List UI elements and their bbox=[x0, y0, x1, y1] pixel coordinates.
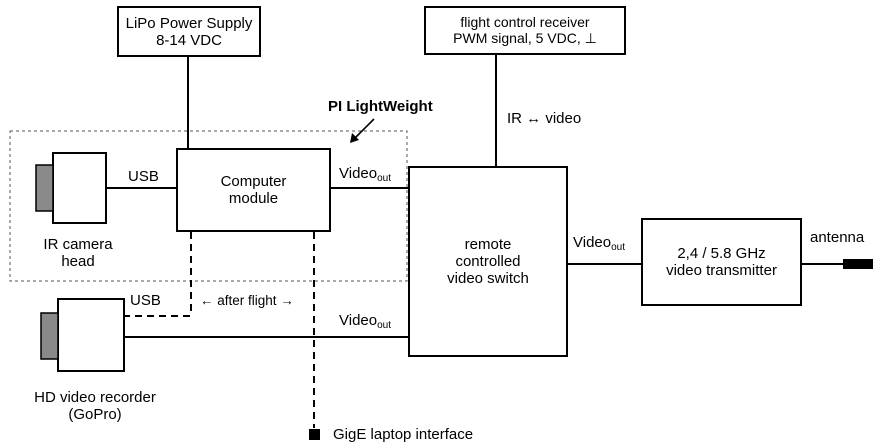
transmitter-title: video transmitter bbox=[666, 262, 777, 279]
after-flight-label: ← after flight → bbox=[200, 293, 294, 308]
transmitter-box: 2,4 / 5.8 GHz video transmitter bbox=[641, 218, 802, 306]
usb-label-bottom: USB bbox=[130, 292, 161, 309]
video-out-main: Video bbox=[339, 165, 378, 182]
ir-camera-icon bbox=[52, 152, 107, 224]
pi-lightweight-enclosure bbox=[9, 130, 408, 282]
hd-recorder-label: HD video recorder (GoPro) bbox=[20, 389, 170, 424]
video-out-sub: out bbox=[377, 173, 391, 184]
gige-connector-icon bbox=[309, 429, 320, 440]
video-out-main: Video bbox=[339, 312, 378, 329]
power-supply-voltage: 8-14 VDC bbox=[156, 31, 222, 49]
antenna-label: antenna bbox=[810, 229, 865, 246]
video-switch-box: remote controlled video switch bbox=[408, 166, 568, 357]
antenna-icon bbox=[843, 259, 873, 269]
video-switch-line1: remote bbox=[464, 236, 512, 253]
ir-camera-line2: head bbox=[61, 253, 95, 271]
transmitter-frequency: 2,4 / 5.8 GHz bbox=[677, 245, 766, 262]
ir-camera-lens bbox=[35, 164, 54, 212]
power-supply-box: LiPo Power Supply 8-14 VDC bbox=[117, 6, 261, 57]
gopro-icon bbox=[57, 298, 125, 372]
pi-pointer-arrowhead bbox=[350, 133, 359, 143]
pi-lightweight-label: PI LightWeight bbox=[328, 98, 433, 115]
video-out-label-2: Videoout bbox=[573, 234, 625, 254]
video-out-label-1: Videoout bbox=[339, 165, 391, 185]
pi-pointer-arrow bbox=[353, 118, 375, 140]
power-supply-title: LiPo Power Supply bbox=[125, 14, 253, 32]
hd-recorder-line2: (GoPro) bbox=[68, 406, 122, 424]
video-out-label-3: Videoout bbox=[339, 312, 391, 332]
gopro-lens bbox=[40, 312, 59, 360]
gige-label: GigE laptop interface bbox=[333, 426, 474, 443]
receiver-box: flight control receiver PWM signal, 5 VD… bbox=[424, 6, 626, 55]
computer-module-line1: Computer bbox=[220, 173, 287, 190]
hd-recorder-line1: HD video recorder bbox=[34, 389, 156, 406]
ir-video-label: IR ↔ video bbox=[507, 110, 582, 127]
receiver-title: flight control receiver bbox=[460, 14, 590, 30]
video-out-sub: out bbox=[611, 242, 625, 253]
receiver-signal: PWM signal, 5 VDC, ⊥ bbox=[453, 30, 597, 46]
computer-module-box: Computer module bbox=[176, 148, 331, 232]
computer-module-line2: module bbox=[228, 190, 279, 207]
ir-camera-line1: IR camera bbox=[43, 236, 113, 253]
video-switch-line2: controlled bbox=[455, 253, 521, 270]
ir-camera-label: IR camera head bbox=[38, 236, 118, 271]
video-out-sub: out bbox=[377, 320, 391, 331]
video-out-main: Video bbox=[573, 234, 612, 251]
video-switch-line3: video switch bbox=[447, 270, 529, 287]
usb-label-top: USB bbox=[128, 168, 159, 185]
